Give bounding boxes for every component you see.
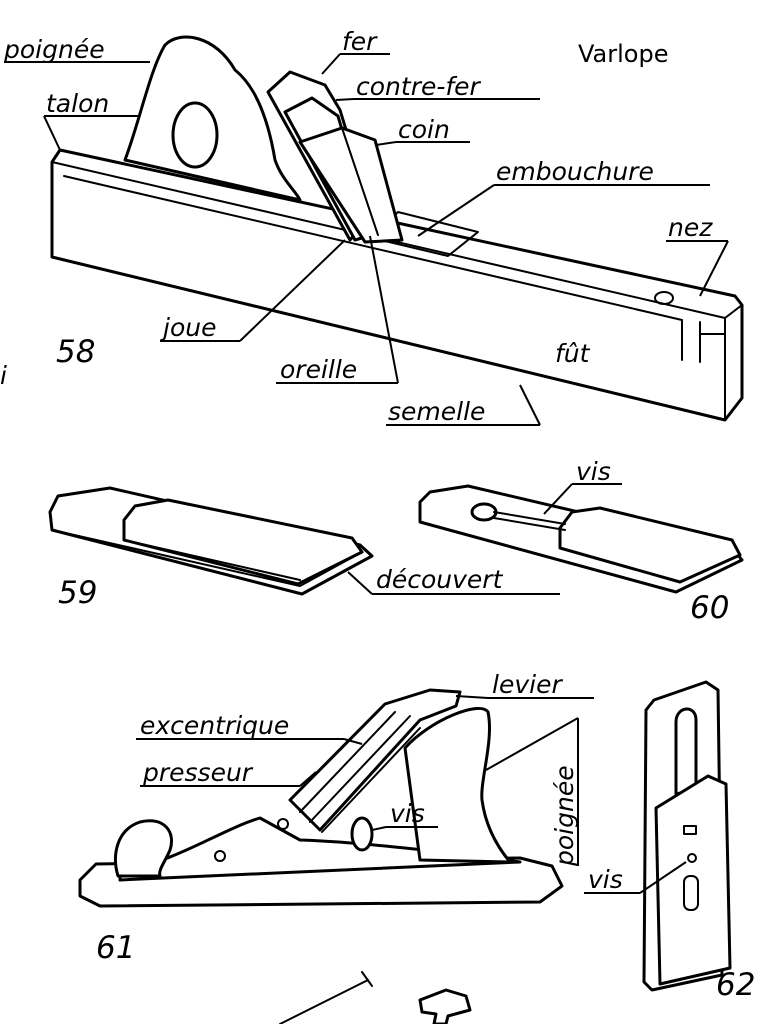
figure-number-61: 61 (96, 930, 135, 966)
leader-presseur (299, 771, 317, 787)
label-fer: fer (342, 27, 378, 56)
jointer-handle-hole (171, 101, 219, 169)
label-coin: coin (398, 115, 450, 144)
fig62-screw-hole (687, 853, 697, 863)
leader-vis-62 (639, 861, 687, 894)
figure-number-60: 60 (690, 590, 729, 626)
leader-decouvert (347, 571, 373, 595)
leader-vis-61 (371, 826, 387, 831)
fig59-edge (51, 529, 363, 587)
label-poignee-61: poignée (550, 765, 579, 867)
leader-levier (455, 695, 489, 699)
label-oreille: oreille (280, 355, 357, 384)
leader-talon (43, 115, 61, 151)
fig62-slot (674, 707, 698, 796)
label-vis-60: vis (576, 457, 611, 486)
fig61-iron-stack (299, 711, 421, 833)
fig61-front-knob (114, 819, 173, 878)
leader-coin (375, 141, 397, 146)
leader-semelle (519, 384, 541, 426)
leader-fer (321, 53, 341, 75)
fig58-jointer-plane: poignée talon fer contre-fer coin embouc… (3, 27, 744, 426)
leader-embouchure (417, 184, 495, 237)
fig62-blade: vis 62 (584, 680, 755, 1003)
leader-nez (699, 240, 729, 297)
label-fut: fût (555, 339, 591, 368)
partial-sketch-line (279, 971, 373, 1024)
label-joue: joue (160, 313, 216, 342)
label-nez: nez (668, 213, 713, 242)
page-title: Varlope (578, 40, 668, 68)
figure-number-58: 58 (56, 334, 95, 370)
fig61-rear-handle (403, 706, 512, 864)
label-decouvert: découvert (376, 565, 504, 594)
label-talon: talon (46, 89, 109, 118)
label-poignee: poignée (3, 35, 105, 64)
fig60-screw-head (470, 502, 498, 522)
fig61-screw (350, 816, 374, 852)
fig61-rivet-1 (214, 850, 226, 862)
fig62-cap-iron (654, 774, 732, 986)
label-vis-61: vis (390, 799, 425, 828)
leader-contre-fer (335, 98, 355, 101)
leader-vis-60 (543, 483, 573, 515)
label-excentrique: excentrique (140, 711, 289, 740)
edge-mark: i (0, 361, 7, 390)
fig59-iron-assembly: 59 découvert (48, 486, 560, 611)
fig60-screw-shaft (493, 511, 566, 531)
fig62-lower-slot (683, 875, 699, 911)
label-embouchure: embouchure (496, 157, 654, 186)
figure-number-62: 62 (716, 967, 755, 1003)
label-contre-fer: contre-fer (356, 72, 482, 101)
leader-excentrique (343, 738, 363, 745)
leader-poignee-61 (485, 717, 579, 771)
leader-oreille (369, 235, 399, 384)
figure-number-59: 59 (58, 575, 97, 611)
fig61-lever-cap (288, 688, 462, 832)
fig61-rivet-2 (277, 818, 289, 830)
leader-joue (239, 239, 346, 342)
label-vis-62: vis (588, 865, 623, 894)
partial-tool-sketch (279, 971, 472, 1024)
fig60-cap-iron (558, 506, 742, 584)
label-levier: levier (492, 670, 563, 699)
nez-hole (654, 291, 674, 305)
fig62-slot-small (683, 825, 697, 835)
jointer-body (50, 148, 744, 422)
label-semelle: semelle (388, 397, 485, 426)
fig59-edge2 (123, 539, 301, 581)
fig60-iron-with-screw: vis 60 (418, 457, 744, 626)
partial-hammer (418, 988, 472, 1024)
label-presseur: presseur (142, 758, 254, 787)
jointer-wedge-edge (341, 127, 379, 236)
fig61-metal-plane: levier excentrique presseur vis poignée … (78, 670, 594, 966)
jointer-wedge (298, 126, 404, 244)
